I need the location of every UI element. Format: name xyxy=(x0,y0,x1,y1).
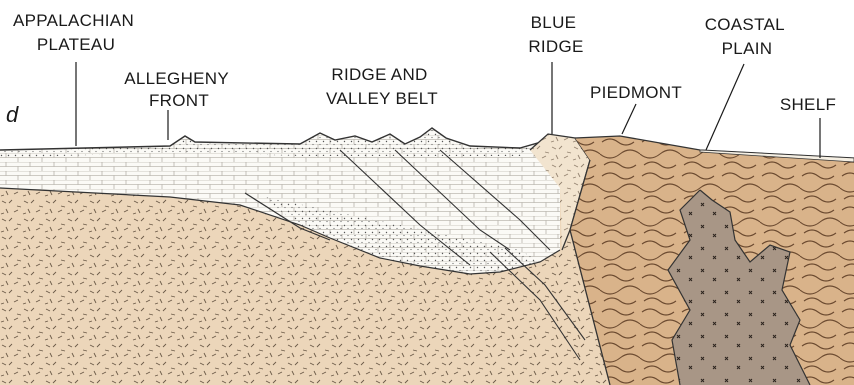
label-shelf: SHELF xyxy=(780,95,836,114)
label-coastal-plain: COASTAL PLAIN xyxy=(705,15,790,58)
label-ridge-and-valley-belt: RIDGE AND VALLEY BELT xyxy=(326,65,438,108)
label-blue-ridge: BLUE RIDGE xyxy=(528,13,583,56)
panel-letter: d xyxy=(6,102,19,127)
label-appalachian-plateau: APPALACHIAN PLATEAU xyxy=(13,11,139,54)
label-piedmont: PIEDMONT xyxy=(590,83,682,102)
label-allegheny-front: ALLEGHENY FRONT xyxy=(124,69,233,110)
